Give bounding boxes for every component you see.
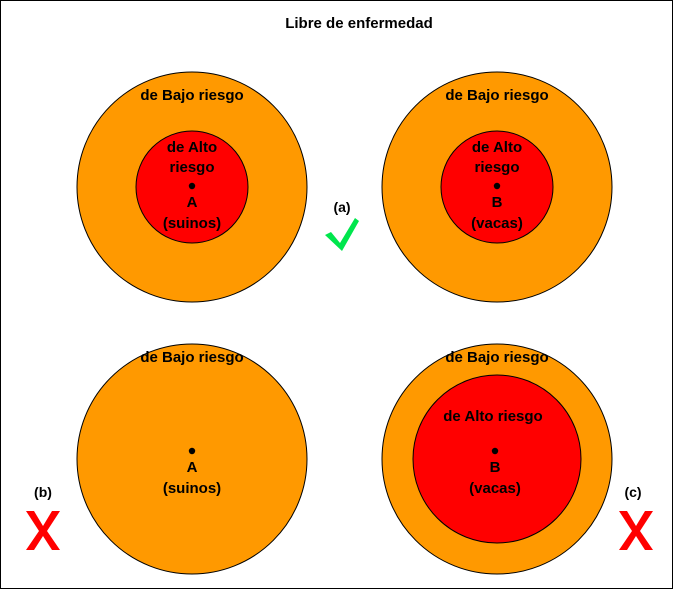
species-label: (suinos) <box>163 480 221 497</box>
panel-bottom-left: de Bajo riesgo A (suinos) <box>76 343 308 575</box>
cross-icon <box>619 511 653 550</box>
cross-icon <box>26 511 60 550</box>
diagram-title: Libre de enfermedad <box>285 15 433 32</box>
low-risk-label: de Bajo riesgo <box>445 349 548 366</box>
low-risk-label: de Bajo riesgo <box>140 87 243 104</box>
location-point <box>493 182 501 190</box>
high-risk-label-line2: riesgo <box>474 159 519 176</box>
high-risk-label-line2: riesgo <box>169 159 214 176</box>
marker-b: (b) <box>26 484 60 550</box>
high-risk-zone <box>412 374 582 544</box>
species-label: (suinos) <box>163 215 221 232</box>
location-point <box>188 182 196 190</box>
point-label: A <box>187 194 198 211</box>
low-risk-zone <box>76 343 308 575</box>
check-icon <box>325 218 359 251</box>
low-risk-label: de Bajo riesgo <box>445 87 548 104</box>
high-risk-label-line1: de Alto <box>167 139 217 156</box>
point-label: B <box>492 194 503 211</box>
marker-c: (c) <box>619 484 653 550</box>
high-risk-label-line1: de Alto <box>472 139 522 156</box>
marker-a-label: (a) <box>333 199 350 215</box>
marker-c-label: (c) <box>624 484 641 500</box>
location-point <box>491 447 499 455</box>
marker-b-label: (b) <box>34 484 52 500</box>
high-risk-label: de Alto riesgo <box>443 408 542 425</box>
location-point <box>188 447 196 455</box>
marker-a: (a) <box>325 199 359 251</box>
panel-top-left: de Bajo riesgo de Alto riesgo A (suinos) <box>76 71 308 303</box>
point-label: A <box>187 459 198 476</box>
panel-bottom-right: de Bajo riesgo de Alto riesgo B (vacas) <box>381 343 613 575</box>
point-label: B <box>490 459 501 476</box>
panel-top-right: de Bajo riesgo de Alto riesgo B (vacas) <box>381 71 613 303</box>
low-risk-label: de Bajo riesgo <box>140 349 243 366</box>
species-label: (vacas) <box>469 480 521 497</box>
species-label: (vacas) <box>471 215 523 232</box>
